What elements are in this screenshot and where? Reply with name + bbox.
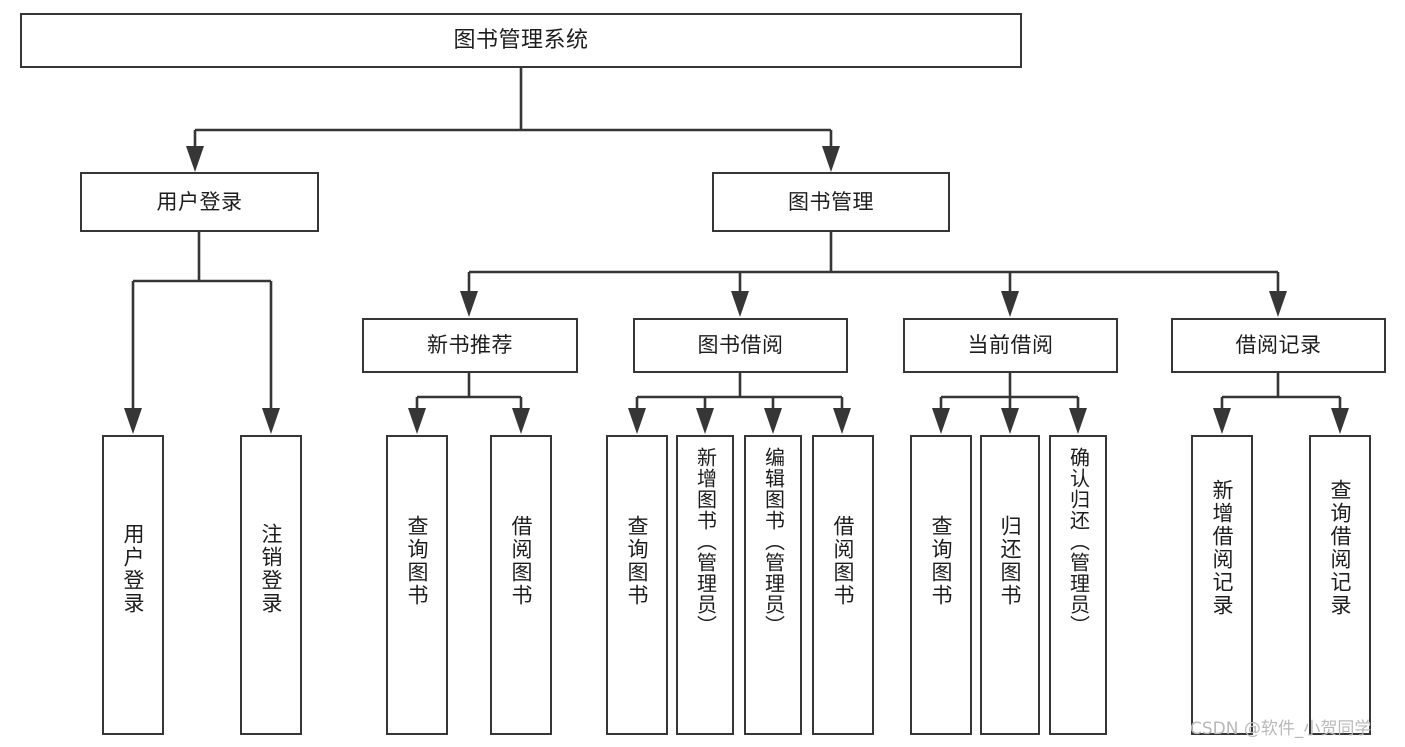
node-label: 图书借阅 <box>697 333 784 358</box>
node-book-management[interactable]: 图书管理 <box>712 172 950 232</box>
arrowhead-leaf-d1 <box>932 408 950 434</box>
leaf-confirm-return-admin[interactable]: 确认归还（管理员） <box>1049 435 1107 735</box>
leaf-borrow-books-recommend[interactable]: 借阅图书 <box>490 435 552 735</box>
arrowhead-new-book <box>460 291 478 317</box>
node-current-borrowing[interactable]: 当前借阅 <box>903 318 1118 373</box>
node-label: 新增图书（管理员） <box>693 447 718 636</box>
node-label: 借阅图书 <box>831 515 856 607</box>
arrowhead-leaf-e1 <box>1213 408 1231 434</box>
arrowhead-book-borrow <box>731 291 749 317</box>
leaf-query-books-borrow[interactable]: 查询图书 <box>606 435 668 735</box>
leaf-add-borrow-record[interactable]: 新增借阅记录 <box>1191 435 1253 735</box>
node-label: 查询图书 <box>929 515 954 607</box>
arrowhead-leaf-e2 <box>1331 408 1349 434</box>
node-label: 查询借阅记录 <box>1328 479 1353 617</box>
leaf-query-books-recommend[interactable]: 查询图书 <box>386 435 448 735</box>
node-label: 注销登录 <box>259 523 284 615</box>
arrowhead-book-manage <box>822 146 840 172</box>
arrowhead-leaf-b1 <box>408 408 426 434</box>
arrowhead-leaf-d3 <box>1069 408 1087 434</box>
arrowhead-leaf-a1 <box>124 408 142 434</box>
node-label: 借阅记录 <box>1235 333 1322 358</box>
leaf-add-book-admin[interactable]: 新增图书（管理员） <box>676 435 734 735</box>
node-root-book-management-system[interactable]: 图书管理系统 <box>20 13 1022 68</box>
node-user-login[interactable]: 用户登录 <box>80 172 319 232</box>
arrowhead-leaf-c4 <box>833 408 851 434</box>
node-new-book-recommendation[interactable]: 新书推荐 <box>362 318 578 373</box>
leaf-return-books[interactable]: 归还图书 <box>980 435 1040 735</box>
node-label: 查询图书 <box>625 515 650 607</box>
arrowhead-leaf-b2 <box>512 408 530 434</box>
arrowhead-leaf-a2 <box>262 408 280 434</box>
node-label: 查询图书 <box>405 515 430 607</box>
arrowhead-leaf-c3 <box>764 408 782 434</box>
node-label: 图书管理 <box>788 189 874 214</box>
leaf-logout-login[interactable]: 注销登录 <box>240 435 302 735</box>
leaf-borrow-books-borrow[interactable]: 借阅图书 <box>812 435 874 735</box>
arrowhead-user-login <box>186 146 204 172</box>
leaf-edit-book-admin[interactable]: 编辑图书（管理员） <box>744 435 802 735</box>
arrowhead-current-borrow <box>1001 291 1019 317</box>
node-label: 用户登录 <box>121 523 146 615</box>
arrowhead-leaf-c1 <box>628 408 646 434</box>
node-label: 归还图书 <box>998 515 1023 607</box>
node-label: 图书管理系统 <box>453 27 589 53</box>
node-label: 新书推荐 <box>427 333 513 358</box>
node-label: 新增借阅记录 <box>1210 479 1235 617</box>
arrowhead-leaf-c2 <box>696 408 714 434</box>
node-label: 当前借阅 <box>967 333 1054 358</box>
arrowhead-leaf-d2 <box>1001 408 1019 434</box>
leaf-query-books-current[interactable]: 查询图书 <box>910 435 972 735</box>
csdn-watermark: CSDN @软件_小贺同学 <box>1190 719 1372 739</box>
arrowhead-borrow-record <box>1269 291 1287 317</box>
node-label: 确认归还（管理员） <box>1066 447 1091 636</box>
node-label: 借阅图书 <box>509 515 534 607</box>
leaf-user-login[interactable]: 用户登录 <box>102 435 164 735</box>
leaf-query-borrow-record[interactable]: 查询借阅记录 <box>1309 435 1371 735</box>
node-label: 用户登录 <box>156 189 243 214</box>
node-borrowing-record[interactable]: 借阅记录 <box>1171 318 1386 373</box>
node-label: 编辑图书（管理员） <box>761 447 786 636</box>
node-book-borrowing[interactable]: 图书借阅 <box>633 318 848 373</box>
